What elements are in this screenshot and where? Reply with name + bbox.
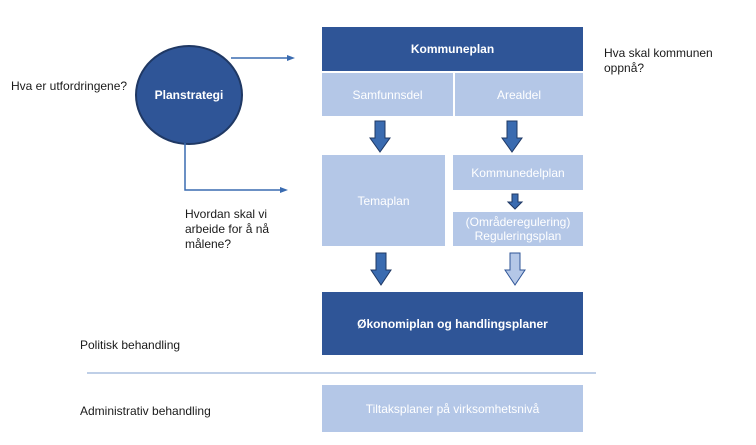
section-politisk-label: Politisk behandling	[80, 338, 181, 352]
arrow-kommunedelplan-to-regulering	[506, 193, 524, 210]
tiltaksplaner-box: Tiltaksplaner på virksomhetsnivå	[322, 385, 583, 432]
okonomiplan-box: Økonomiplan og handlingsplaner	[322, 292, 583, 355]
kommunedelplan-box: Kommunedelplan	[453, 155, 583, 190]
connector-to-temaplan	[184, 143, 288, 193]
arrow-temaplan-to-okonomiplan	[370, 252, 392, 286]
planstrategi-label: Planstrategi	[154, 88, 224, 102]
planstrategi-node: Planstrategi	[135, 45, 243, 145]
section-administrativ-label: Administrativ behandling	[80, 404, 211, 418]
question-how: Hvordan skal vi arbeide for å nå målene?	[185, 207, 270, 251]
question-challenges: Hva er utfordringene?	[11, 79, 128, 93]
arealdel-box: Arealdel	[455, 73, 583, 116]
question-goals: Hva skal kommunen oppnå?	[604, 46, 713, 75]
arrow-samfunnsdel-to-temaplan	[369, 120, 391, 153]
connector-to-kommuneplan	[231, 55, 295, 61]
arrow-regulering-to-okonomiplan	[504, 252, 526, 286]
reguleringsplan-box: (Områderegulering) Reguleringsplan	[453, 212, 583, 246]
samfunnsdel-box: Samfunnsdel	[322, 73, 453, 116]
temaplan-box: Temaplan	[322, 155, 445, 246]
kommuneplan-header: Kommuneplan	[322, 27, 583, 71]
arrow-arealdel-to-kommunedelplan	[501, 120, 523, 153]
